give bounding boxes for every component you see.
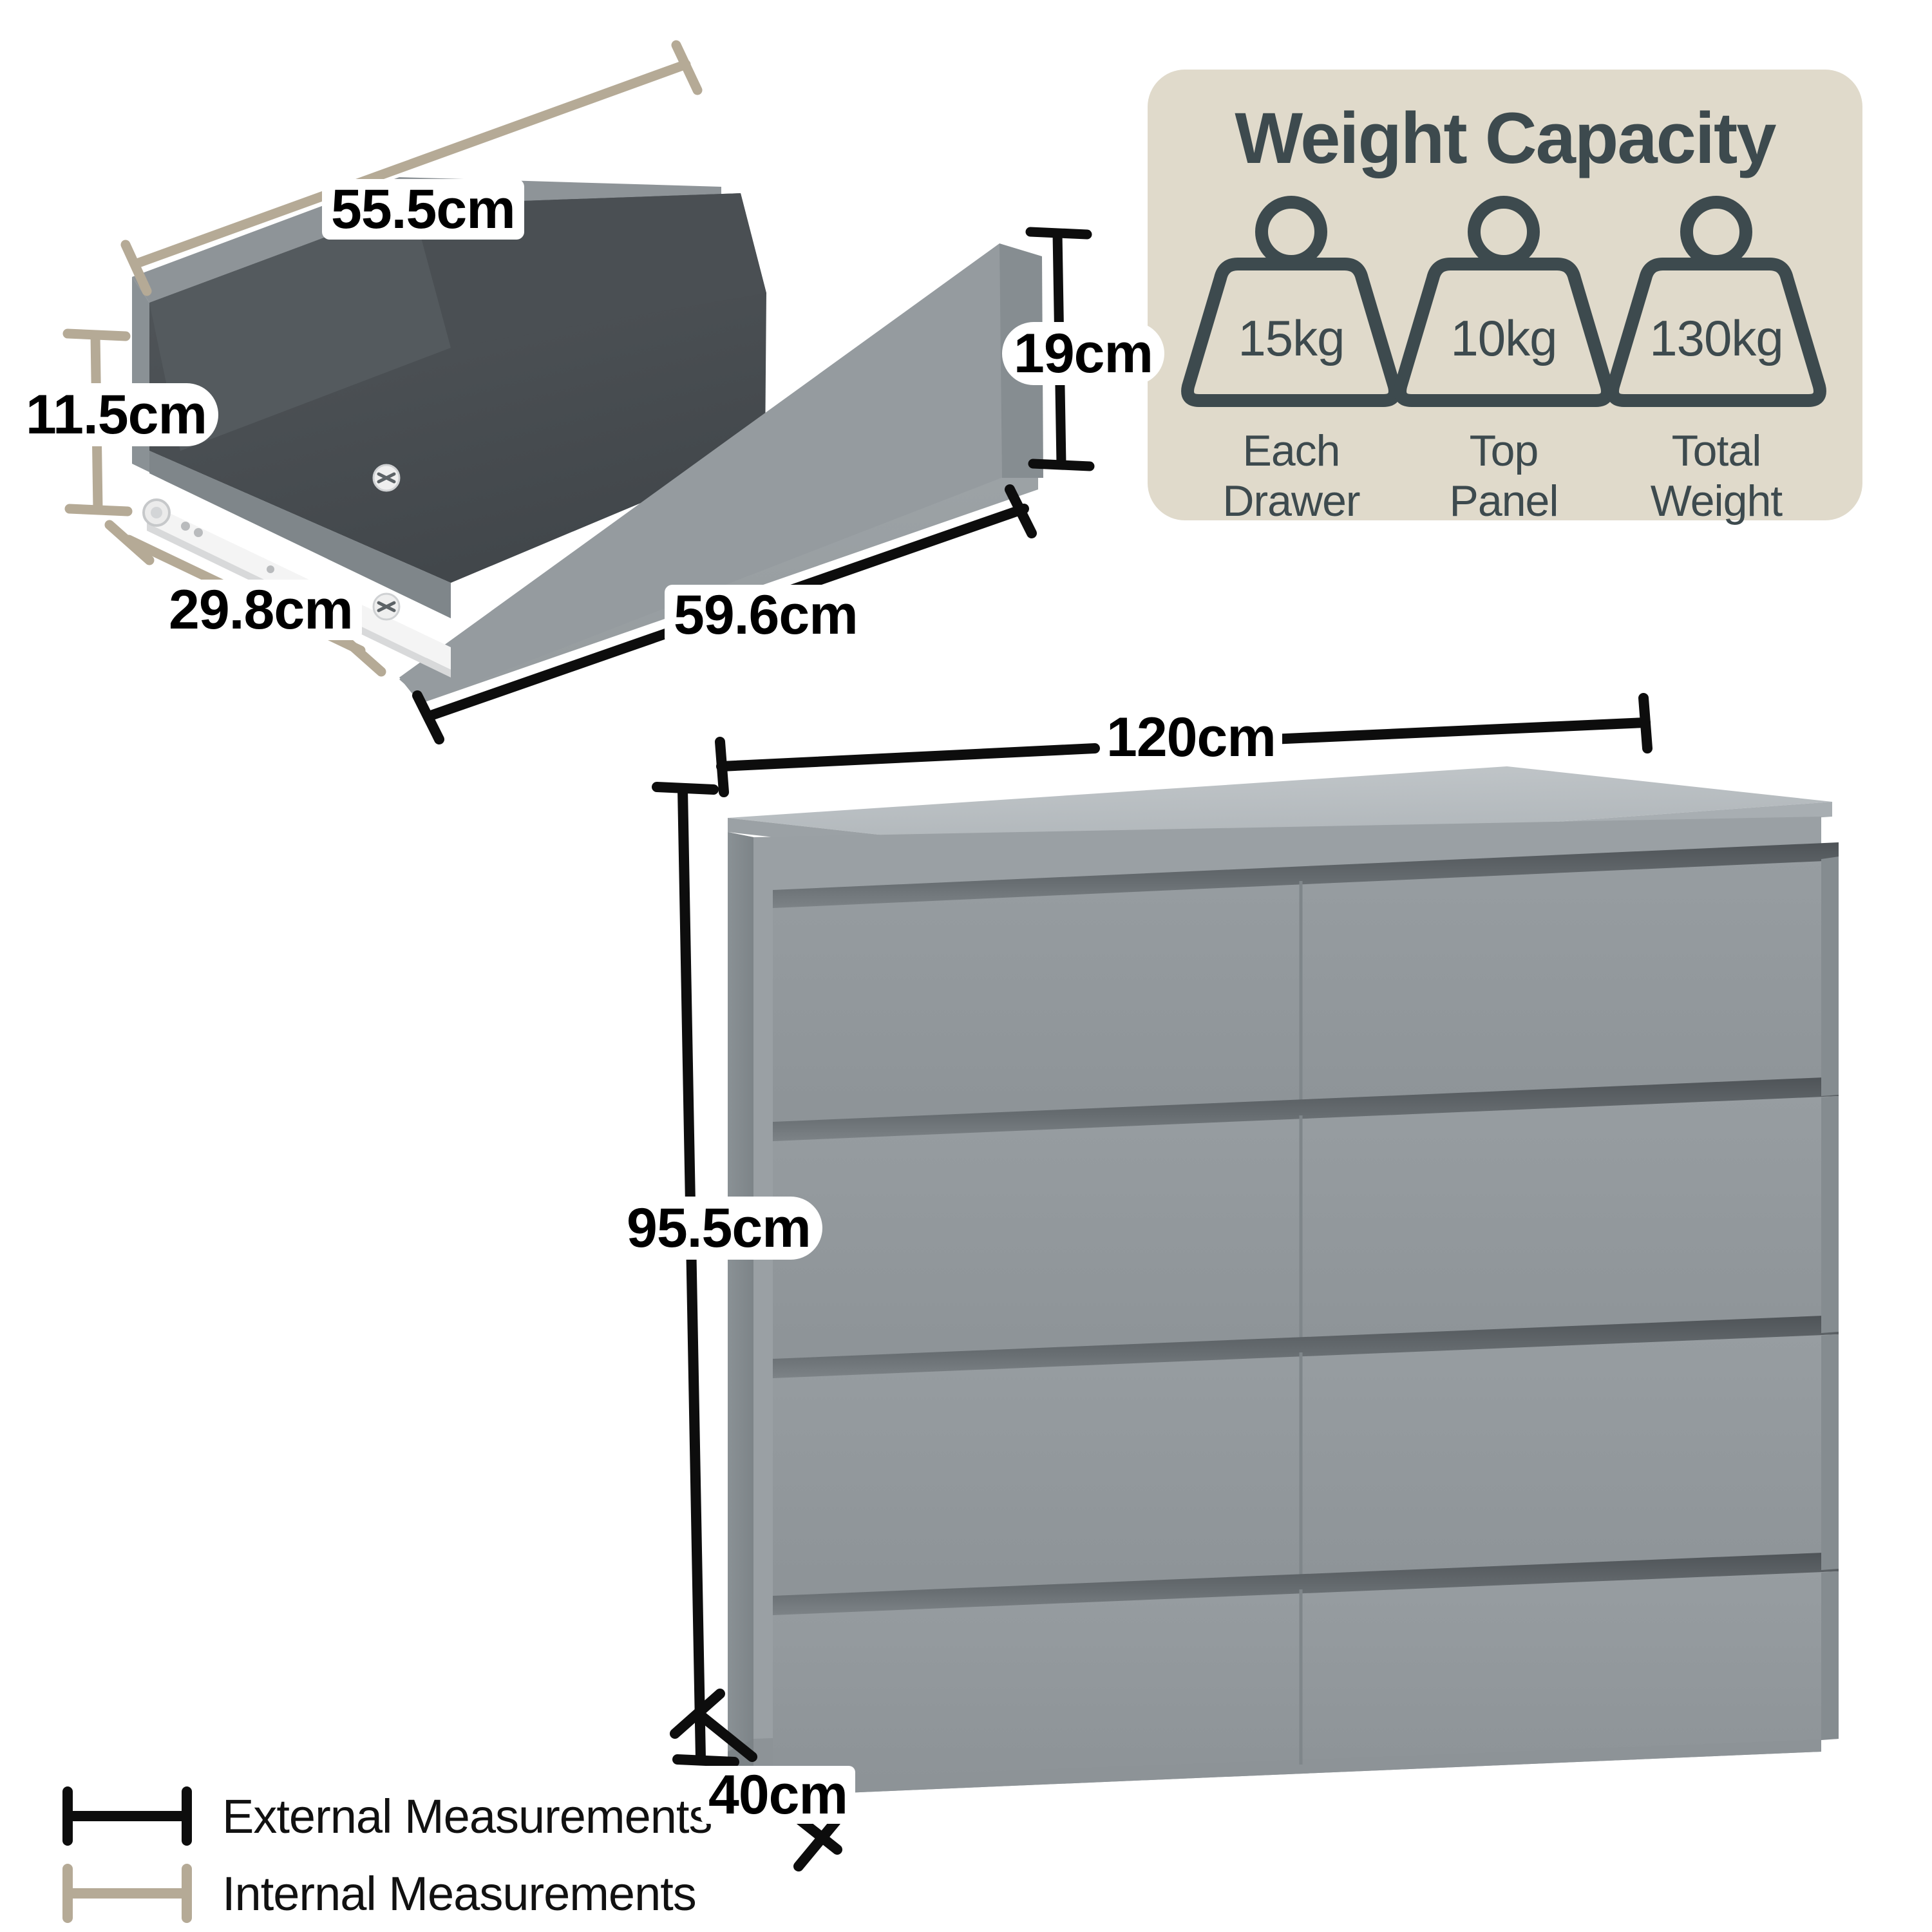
dimension-line-120cm: [715, 693, 1653, 797]
chest-of-drawers-illustration: [728, 766, 1839, 1803]
dimension-line-95.5cm: [652, 782, 739, 1767]
dimension-label-11.5cm: 11.5cm: [14, 383, 218, 446]
weight-value-1: 15kg: [1238, 310, 1345, 366]
legend-row-internal: Internal Measurements: [222, 1866, 697, 1921]
dimension-label-95.5cm: 95.5cm: [615, 1197, 822, 1260]
weight-value-3: 130kg: [1649, 310, 1784, 366]
dimension-line-55.5cm: [120, 40, 703, 296]
dimension-label-55.5cm: 55.5cm: [322, 179, 524, 240]
legend-swatch-internal: [62, 1864, 192, 1923]
dimension-label-19cm: 19cm: [1002, 322, 1164, 385]
legend-swatch-external: [62, 1786, 192, 1846]
dimension-label-59.6cm: 59.6cm: [665, 585, 867, 645]
dimension-label-40cm: 40cm: [701, 1766, 855, 1824]
screw-icon-top: [372, 464, 401, 492]
weight-label-3-line2: Weight: [1650, 477, 1783, 526]
screw-icon-bottom: [372, 592, 401, 621]
weight-label-2-line2: Panel: [1449, 477, 1559, 526]
dimension-line-40cm: [670, 1689, 842, 1871]
weight-value-2: 10kg: [1450, 310, 1557, 366]
weight-label-3-line1: Total: [1671, 426, 1762, 475]
dimension-label-120cm: 120cm: [1100, 708, 1282, 766]
weight-capacity-title: Weight Capacity: [1235, 98, 1776, 178]
legend-label-internal: Internal Measurements: [222, 1867, 697, 1920]
dimension-label-29.8cm: 29.8cm: [160, 580, 362, 640]
weight-label-1-line1: Each: [1242, 426, 1341, 475]
weight-label-2-line1: Top: [1469, 426, 1539, 475]
legend-row-external: External Measurements: [222, 1789, 712, 1844]
legend-label-external: External Measurements: [222, 1790, 712, 1843]
weight-label-1-line2: Drawer: [1222, 477, 1360, 526]
